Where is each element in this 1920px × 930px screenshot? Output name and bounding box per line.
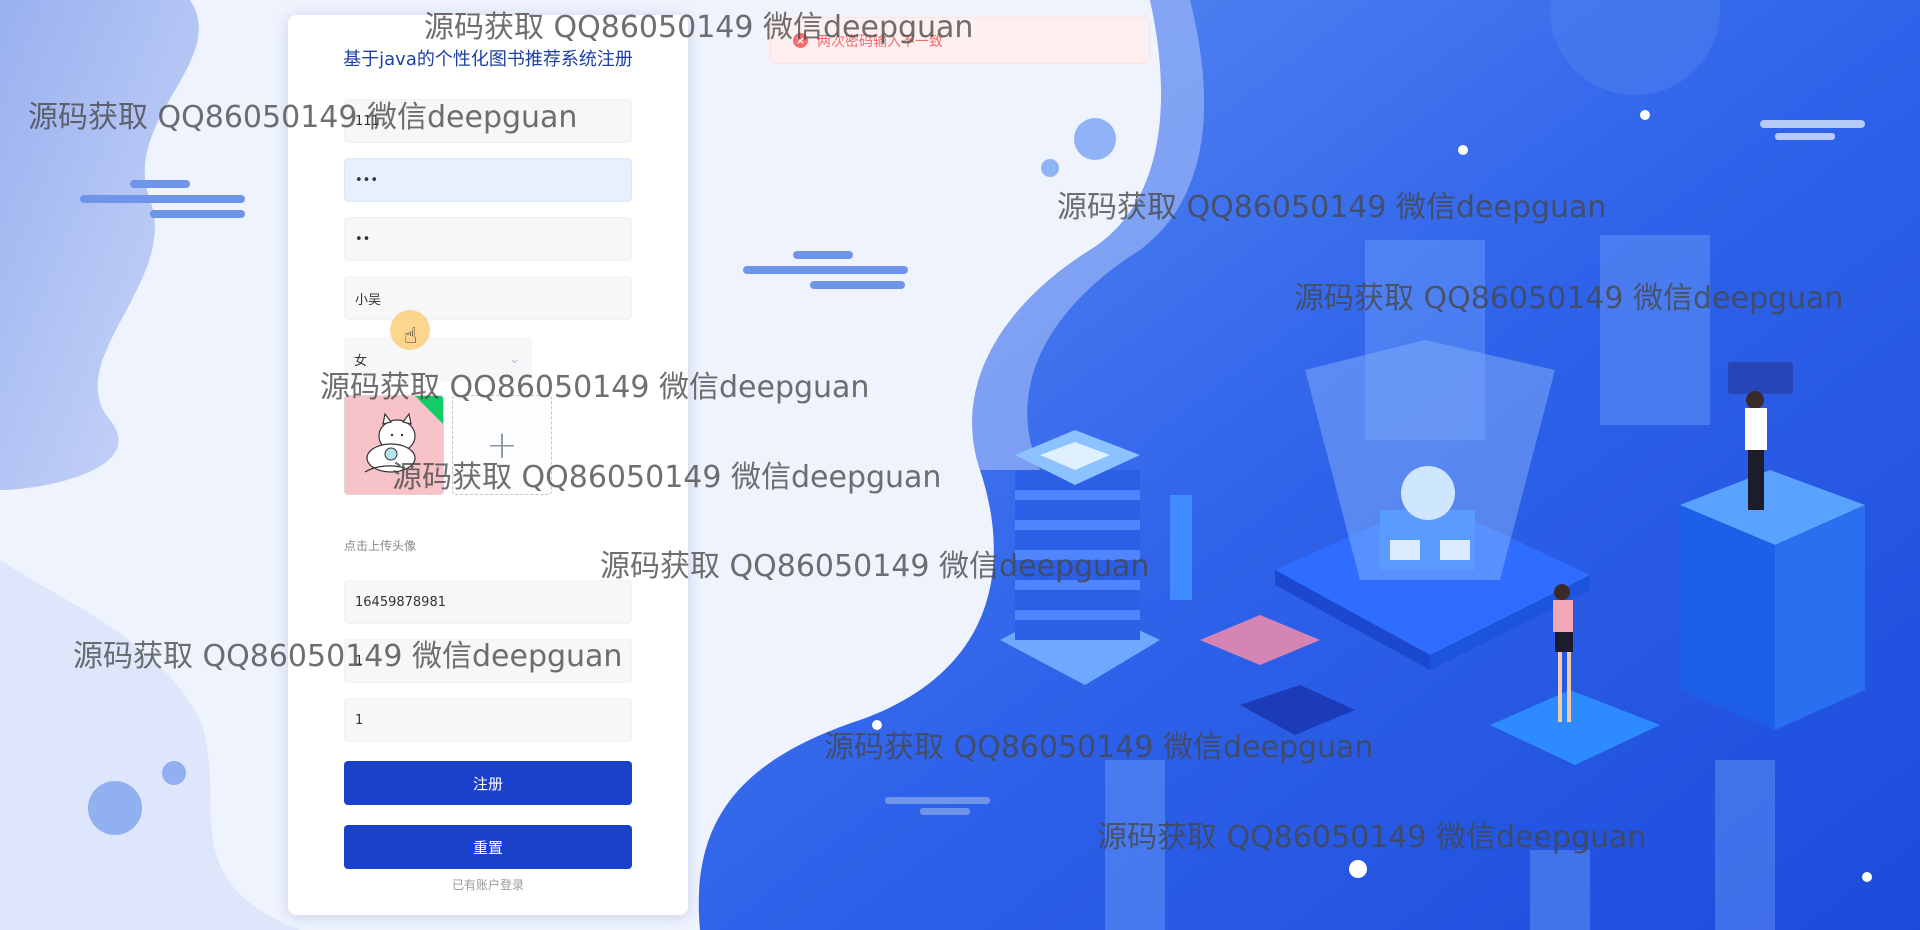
confirm-password-field[interactable]: •• [344,217,632,261]
password-field[interactable]: ••• [344,158,632,202]
name-field[interactable]: 小吴 [344,276,632,320]
gender-value: 女 [354,353,368,369]
register-card: 基于java的个性化图书推荐系统注册 ••• •• 小吴 女 ⌄ + 点击上传头… [288,15,688,915]
phone-field[interactable]: 16459878981 [344,580,632,624]
plus-icon: + [486,423,518,467]
address-field[interactable]: 1 [344,698,632,742]
hand-pointer-icon: ☝ [404,324,418,349]
error-circle-icon: × [793,33,808,48]
reset-button[interactable]: 重置 [344,825,632,869]
password-input[interactable]: ••• [355,172,379,188]
avatar-preview[interactable] [344,395,444,495]
confirm-password-input[interactable]: •• [355,231,371,247]
alert-message: 两次密码输入不一致 [817,33,943,50]
name-input[interactable]: 小吴 [355,292,382,308]
register-button[interactable]: 注册 [344,761,632,805]
avatar-cat-image [364,412,416,473]
chevron-down-icon: ⌄ [509,351,520,367]
upload-avatar-button[interactable]: + [452,395,552,495]
upload-hint: 点击上传头像 [344,539,417,553]
page-title: 基于java的个性化图书推荐系统注册 [343,49,633,70]
gender-select[interactable]: 女 ⌄ [344,337,532,381]
cursor-halo [390,310,430,350]
error-alert: × 两次密码输入不一致 [770,17,1150,64]
login-link[interactable]: 已有账户登录 [451,878,524,892]
email-input[interactable]: 1 [355,653,364,669]
account-field[interactable] [344,99,632,143]
phone-input[interactable]: 16459878981 [355,594,446,610]
account-input[interactable] [355,113,631,129]
address-input[interactable]: 1 [355,712,364,728]
email-field[interactable]: 1 [344,639,632,683]
